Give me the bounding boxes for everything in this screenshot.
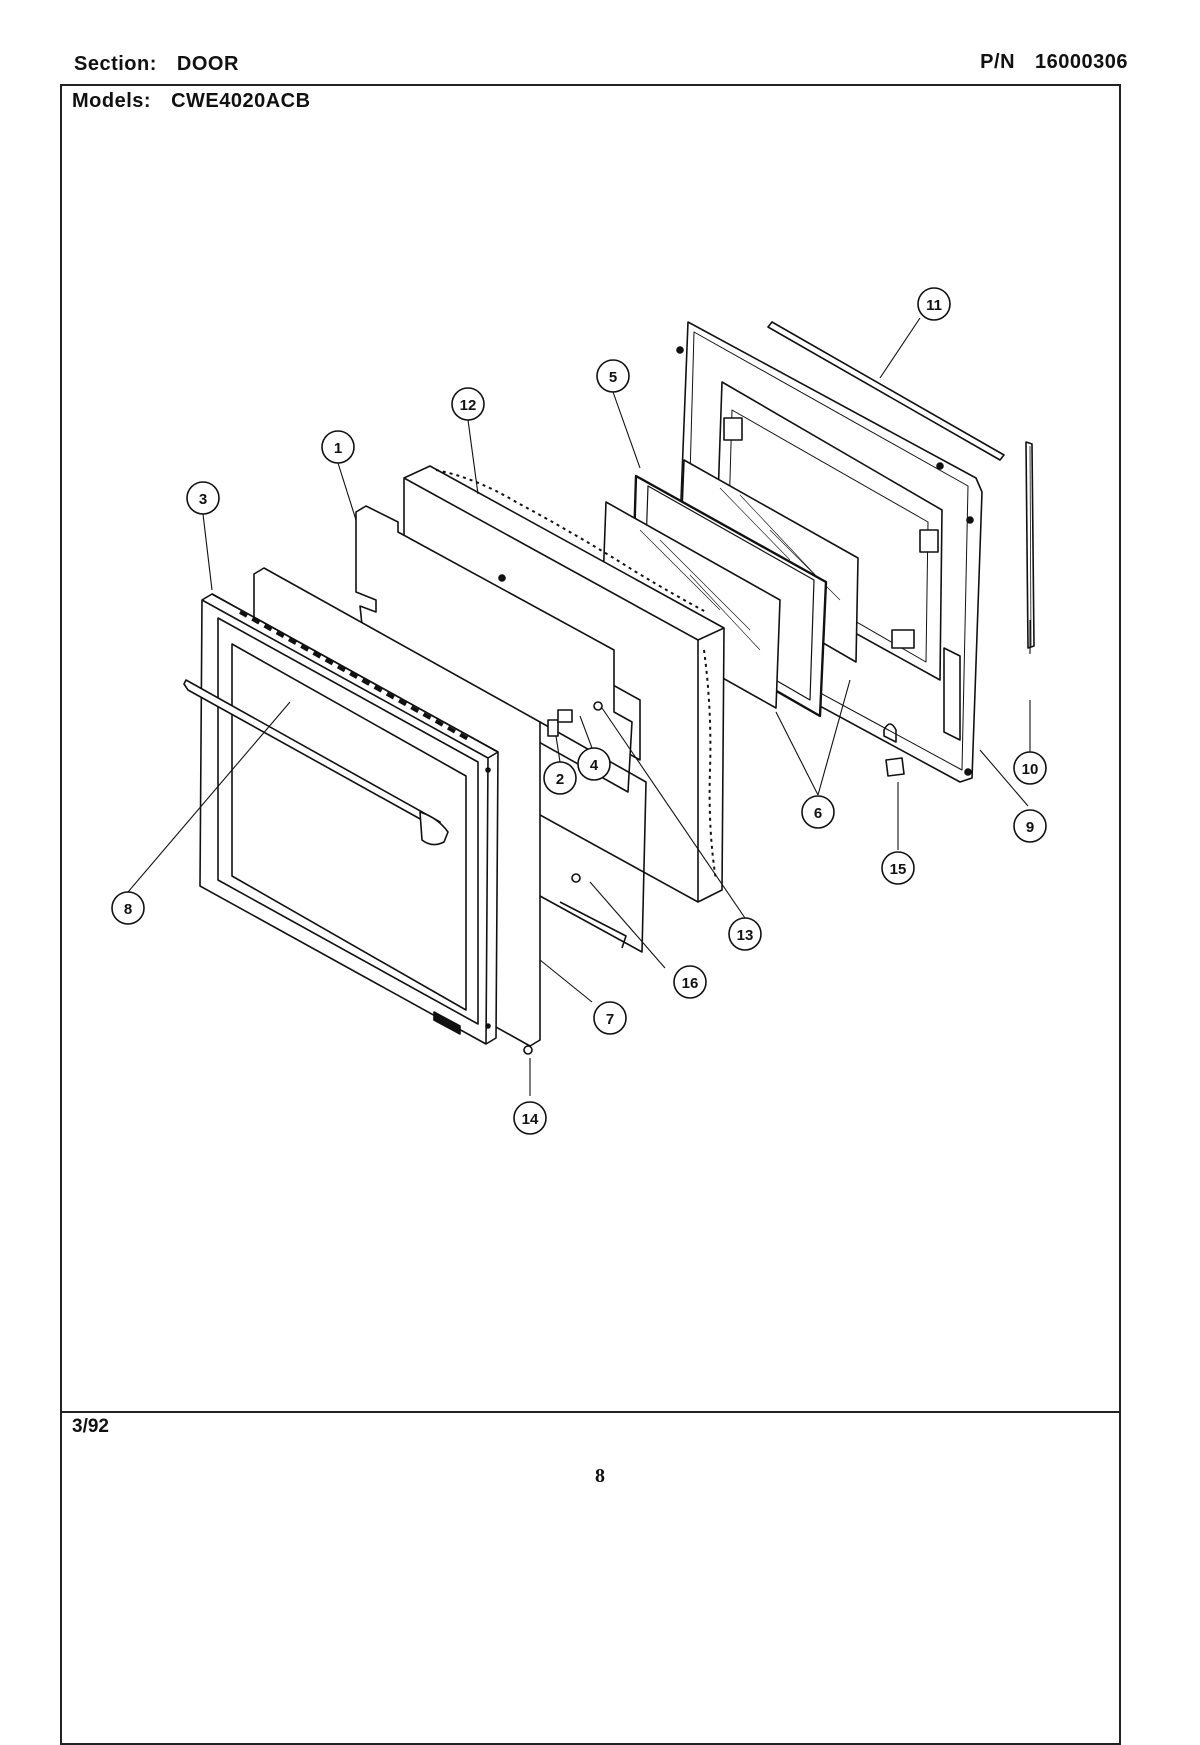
callout-11: 11 bbox=[917, 287, 951, 321]
section-value: DOOR bbox=[176, 53, 239, 75]
svg-text:16: 16 bbox=[682, 975, 699, 992]
callout-8: 8 bbox=[111, 891, 145, 925]
svg-text:6: 6 bbox=[814, 805, 822, 822]
svg-text:1: 1 bbox=[334, 440, 342, 457]
svg-text:11: 11 bbox=[926, 297, 942, 314]
callout-3: 3 bbox=[186, 481, 220, 515]
footer-divider bbox=[62, 1411, 1120, 1413]
panel-screw bbox=[571, 873, 581, 883]
svg-text:3: 3 bbox=[199, 491, 207, 508]
models-label: Models: bbox=[72, 90, 152, 112]
leader-lines bbox=[127, 317, 1031, 1096]
svg-text:13: 13 bbox=[737, 927, 754, 944]
callout-5: 5 bbox=[596, 359, 630, 393]
svg-text:2: 2 bbox=[556, 771, 564, 788]
svg-text:5: 5 bbox=[609, 369, 617, 386]
side-trim-strip bbox=[1025, 441, 1035, 649]
revision-date: 3/92 bbox=[72, 1416, 109, 1437]
callout-13: 13 bbox=[728, 917, 762, 951]
svg-text:4: 4 bbox=[590, 757, 599, 774]
callout-1: 1 bbox=[321, 430, 355, 464]
svg-text:8: 8 bbox=[124, 901, 132, 918]
svg-text:9: 9 bbox=[1026, 819, 1034, 836]
pn-label: P/N bbox=[980, 51, 1016, 73]
callout-12: 12 bbox=[451, 387, 485, 421]
callout-6: 6 bbox=[801, 795, 835, 829]
part-number-heading: P/N 16000306 bbox=[980, 51, 1128, 74]
section-heading: Section: DOOR bbox=[74, 53, 239, 76]
svg-text:14: 14 bbox=[522, 1111, 539, 1128]
callout-7: 7 bbox=[593, 1001, 627, 1035]
door-handle bbox=[183, 679, 449, 846]
svg-text:15: 15 bbox=[890, 861, 907, 878]
pn-value: 16000306 bbox=[1035, 51, 1128, 73]
bumper bbox=[885, 757, 905, 777]
section-label: Section: bbox=[74, 53, 157, 75]
hinge-screw bbox=[593, 701, 603, 711]
callout-10: 10 bbox=[1013, 751, 1047, 785]
page-number: 8 bbox=[595, 1465, 605, 1487]
models-heading: Models: CWE4020ACB bbox=[72, 90, 311, 113]
frame-screw bbox=[523, 1045, 533, 1055]
svg-text:10: 10 bbox=[1022, 761, 1039, 778]
callout-9: 9 bbox=[1013, 809, 1047, 843]
door-exploded-diagram: 1 2 3 4 5 6 7 8 9 10 11 12 bbox=[111, 287, 1047, 1135]
callout-16: 16 bbox=[673, 965, 707, 999]
svg-text:7: 7 bbox=[606, 1011, 614, 1028]
outer-door-frame bbox=[199, 593, 499, 1045]
callout-4: 4 bbox=[577, 747, 611, 781]
svg-text:12: 12 bbox=[460, 397, 477, 414]
top-trim-strip bbox=[767, 321, 1005, 461]
callout-2: 2 bbox=[543, 761, 577, 795]
models-value: CWE4020ACB bbox=[171, 90, 311, 112]
hinge-clip bbox=[547, 709, 573, 737]
callout-14: 14 bbox=[513, 1101, 547, 1135]
callout-15: 15 bbox=[881, 851, 915, 885]
